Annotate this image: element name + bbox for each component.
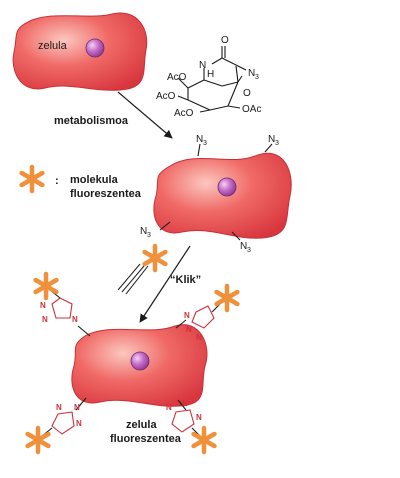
click-label: “Klik” xyxy=(170,274,201,286)
triazole-n: N xyxy=(76,419,82,428)
click-arrow xyxy=(139,245,191,323)
linker-bonds xyxy=(75,319,187,411)
triazole-n: N xyxy=(166,403,172,412)
triazole-n: N xyxy=(42,315,48,324)
cell-label: zelula xyxy=(38,40,68,52)
legend-label-line1: molekula xyxy=(70,174,119,186)
sugar-amide-n: N xyxy=(199,60,206,71)
triazole-bottom-left: N N N xyxy=(28,403,82,452)
azide-n: N xyxy=(268,134,275,145)
star-top-right-icon xyxy=(217,286,238,310)
sugar-aco-1: AcO xyxy=(167,72,187,83)
azide-n: N xyxy=(196,134,203,145)
azido-sugar-structure xyxy=(177,46,247,113)
star-bottom-right-icon xyxy=(194,428,215,452)
legend-label-line2: fluoreszentea xyxy=(70,188,142,200)
azide-group-2: N 3 xyxy=(268,134,279,147)
fluorophore-star-icon xyxy=(22,167,43,191)
triazole-top-right: N N N xyxy=(184,286,237,342)
azide-group-3: N 3 xyxy=(140,226,151,239)
azide-group-1: N 3 xyxy=(196,134,207,147)
triazole-n: N xyxy=(186,325,192,334)
triazole-top-left: N N N xyxy=(36,274,78,324)
fluor-cell-label-line2: fluoreszentea xyxy=(110,433,182,445)
nucleus-top xyxy=(85,38,105,58)
metabolism-label: metabolismoa xyxy=(54,115,129,127)
sugar-ring-o: O xyxy=(243,88,251,99)
legend-colon: : xyxy=(55,175,59,187)
star-bottom-left-icon xyxy=(28,428,49,452)
cell-top: zelula xyxy=(12,12,148,91)
sugar-azide: N 3 xyxy=(248,68,259,81)
sugar-amide-h: H xyxy=(207,69,214,80)
triazole-n: N xyxy=(56,403,62,412)
alkyne-fluorophore-reagent xyxy=(117,246,165,295)
fluor-cell-label-line1: zelula xyxy=(126,419,157,431)
azide-group-4: N 3 xyxy=(240,241,251,254)
sugar-oac: OAc xyxy=(242,104,261,115)
azide-n: N xyxy=(140,226,147,237)
triazole-n: N xyxy=(184,311,190,320)
azide-n: N xyxy=(240,241,247,252)
sugar-azide-n: N xyxy=(248,68,255,79)
cell-fluorescent xyxy=(71,324,208,407)
nucleus-bottom xyxy=(130,351,150,371)
triazole-n: N xyxy=(74,403,80,412)
azide-sub: 3 xyxy=(247,247,251,254)
azide-sub: 3 xyxy=(203,140,207,147)
triazole-bottom-right: N N N xyxy=(166,399,214,452)
triazole-n: N xyxy=(72,315,78,324)
triazole-n: N xyxy=(40,301,46,310)
metabolism-arrow xyxy=(117,91,173,139)
triazole-n: N xyxy=(182,399,188,408)
star-top-left-icon xyxy=(36,274,57,298)
sugar-labels: O N H N 3 AcO AcO AcO O OAc xyxy=(156,35,261,119)
triazole-n: N xyxy=(196,333,202,342)
sugar-aco-2: AcO xyxy=(156,91,176,102)
sugar-azide-sub: 3 xyxy=(255,74,259,81)
nucleus-middle xyxy=(217,177,237,197)
sugar-aco-3: AcO xyxy=(174,108,194,119)
sugar-carbonyl-o: O xyxy=(221,35,229,46)
azide-sub: 3 xyxy=(275,140,279,147)
azide-sub: 3 xyxy=(147,232,151,239)
cell-azide: N 3 N 3 N 3 N 3 xyxy=(140,134,292,254)
triazole-n: N xyxy=(196,413,202,422)
